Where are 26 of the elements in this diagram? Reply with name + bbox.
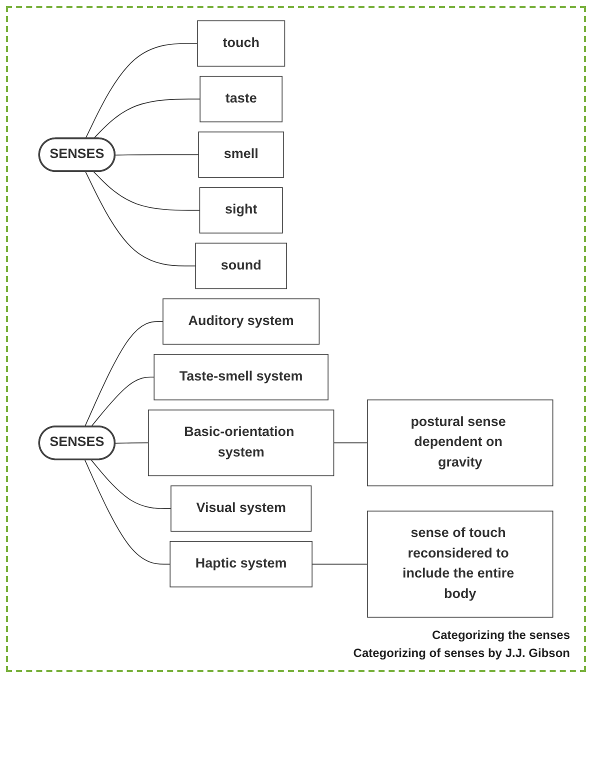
node-box: Haptic system	[170, 541, 312, 588]
connector	[93, 98, 200, 140]
caption: Categorizing of senses by J.J. Gibson	[352, 646, 570, 660]
node-box: sound	[195, 242, 287, 290]
node-box: sight	[199, 187, 283, 234]
connector	[333, 442, 368, 444]
node-box: sense of touch reconsidered to include the entire body	[367, 510, 554, 618]
node-box: touch	[197, 20, 286, 67]
node-box: smell	[198, 132, 284, 178]
connector	[90, 376, 155, 428]
connector	[85, 43, 198, 140]
node-box: Visual system	[170, 485, 312, 532]
connector	[114, 154, 199, 156]
connector	[114, 442, 149, 444]
caption: Categorizing the senses	[430, 628, 570, 642]
node-box: postural sense dependent on gravity	[367, 399, 554, 486]
node-box: Basic-orientation system	[148, 410, 334, 476]
connector	[84, 321, 164, 428]
connector	[90, 459, 172, 509]
connector	[84, 459, 171, 565]
connector	[312, 564, 368, 565]
connector	[93, 171, 200, 211]
connector	[85, 171, 196, 266]
node-box: taste	[200, 76, 283, 122]
node-box: Auditory system	[162, 298, 320, 345]
node-box: Taste-smell system	[154, 354, 328, 400]
